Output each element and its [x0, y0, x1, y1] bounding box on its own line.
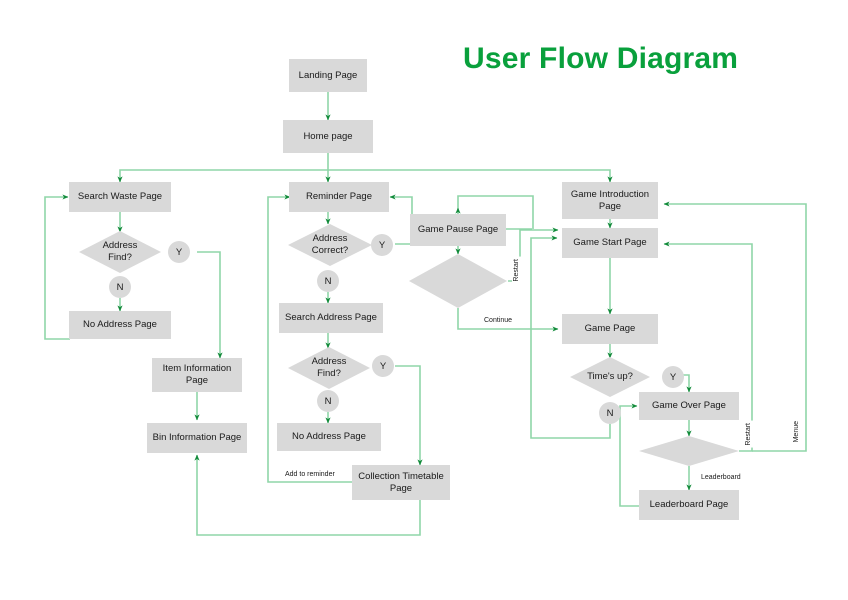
node-leaderboard-page[interactable]: Leaderboard Page [639, 490, 739, 520]
edge-label-restart-pause: Restart [512, 257, 521, 284]
badge-no-address-correct[interactable]: N [317, 270, 339, 292]
node-landing-page[interactable]: Landing Page [289, 59, 367, 92]
node-label: Search Address Page [285, 312, 377, 323]
edge-label-add-to-reminder: Add to reminder [283, 470, 337, 479]
decision-pause-options[interactable] [409, 254, 507, 308]
node-item-information-page[interactable]: Item Information Page [152, 358, 242, 392]
node-label: Game Pause Page [417, 224, 499, 235]
node-game-pause-page[interactable]: Game Pause Page [410, 214, 506, 246]
badge-label: Y [175, 246, 183, 258]
node-game-start-page[interactable]: Game Start Page [562, 228, 658, 258]
node-search-waste-page[interactable]: Search Waste Page [69, 182, 171, 212]
node-label: No Address Page [292, 431, 366, 442]
badge-no-address-find-2[interactable]: N [317, 390, 339, 412]
node-label: Leaderboard Page [649, 499, 729, 510]
decision-label: Address Find? [102, 240, 138, 263]
badge-label: N [324, 275, 332, 287]
badge-label: N [606, 407, 614, 419]
node-label: No Address Page [83, 319, 157, 330]
diamond-shape [409, 254, 507, 308]
node-label: Home page [303, 130, 353, 142]
decision-times-up[interactable]: Time's up? [570, 357, 650, 397]
node-game-over-page[interactable]: Game Over Page [639, 392, 739, 420]
edge-label-restart-gameover: Restart [744, 421, 753, 448]
node-label: Search Waste Page [77, 191, 163, 202]
node-no-address-page-1[interactable]: No Address Page [69, 311, 171, 339]
decision-label: Address Correct? [311, 233, 349, 256]
decision-label: Address Find? [311, 356, 347, 379]
node-reminder-page[interactable]: Reminder Page [289, 182, 389, 212]
badge-label: Y [378, 239, 386, 251]
badge-no-address-find-1[interactable]: N [109, 276, 131, 298]
node-label: Game Introduction Page [570, 188, 650, 212]
node-search-address-page[interactable]: Search Address Page [279, 303, 383, 333]
page-title: User Flow Diagram [463, 42, 739, 75]
node-bin-information-page[interactable]: Bin Information Page [147, 423, 247, 453]
node-label: Game Page [584, 323, 636, 334]
decision-address-correct[interactable]: Address Correct? [288, 224, 372, 266]
badge-label: N [324, 395, 332, 407]
decision-gameover-options[interactable] [639, 436, 739, 466]
decision-label: Time's up? [587, 371, 633, 382]
node-label: Reminder Page [305, 191, 372, 202]
decision-address-find-2[interactable]: Address Find? [288, 347, 370, 389]
edge-label-leaderboard: Leaderboard [699, 473, 743, 482]
node-collection-timetable-page[interactable]: Collection Timetable Page [352, 465, 450, 500]
edge-label-menue: Menue [792, 419, 801, 445]
node-home-page[interactable]: Home page [283, 120, 373, 153]
node-label: Item Information Page [162, 363, 232, 386]
node-label: Landing Page [298, 69, 358, 81]
edge-label-continue-pause: Continue [482, 316, 515, 325]
badge-yes-times-up[interactable]: Y [662, 366, 684, 388]
badge-yes-address-find-2[interactable]: Y [372, 355, 394, 377]
node-label: Game Start Page [573, 237, 647, 248]
node-game-introduction-page[interactable]: Game Introduction Page [562, 182, 658, 219]
node-game-page[interactable]: Game Page [562, 314, 658, 344]
diamond-shape [639, 436, 739, 466]
badge-label: Y [669, 371, 677, 383]
decision-address-find-1[interactable]: Address Find? [79, 231, 161, 273]
node-label: Game Over Page [652, 400, 726, 411]
node-label: Collection Timetable Page [358, 470, 444, 494]
badge-yes-address-correct[interactable]: Y [371, 234, 393, 256]
badge-label: Y [379, 360, 387, 372]
badge-yes-address-find-1[interactable]: Y [168, 241, 190, 263]
badge-label: N [116, 281, 124, 293]
node-no-address-page-2[interactable]: No Address Page [277, 423, 381, 451]
node-label: Bin Information Page [152, 432, 242, 443]
badge-no-times-up[interactable]: N [599, 402, 621, 424]
